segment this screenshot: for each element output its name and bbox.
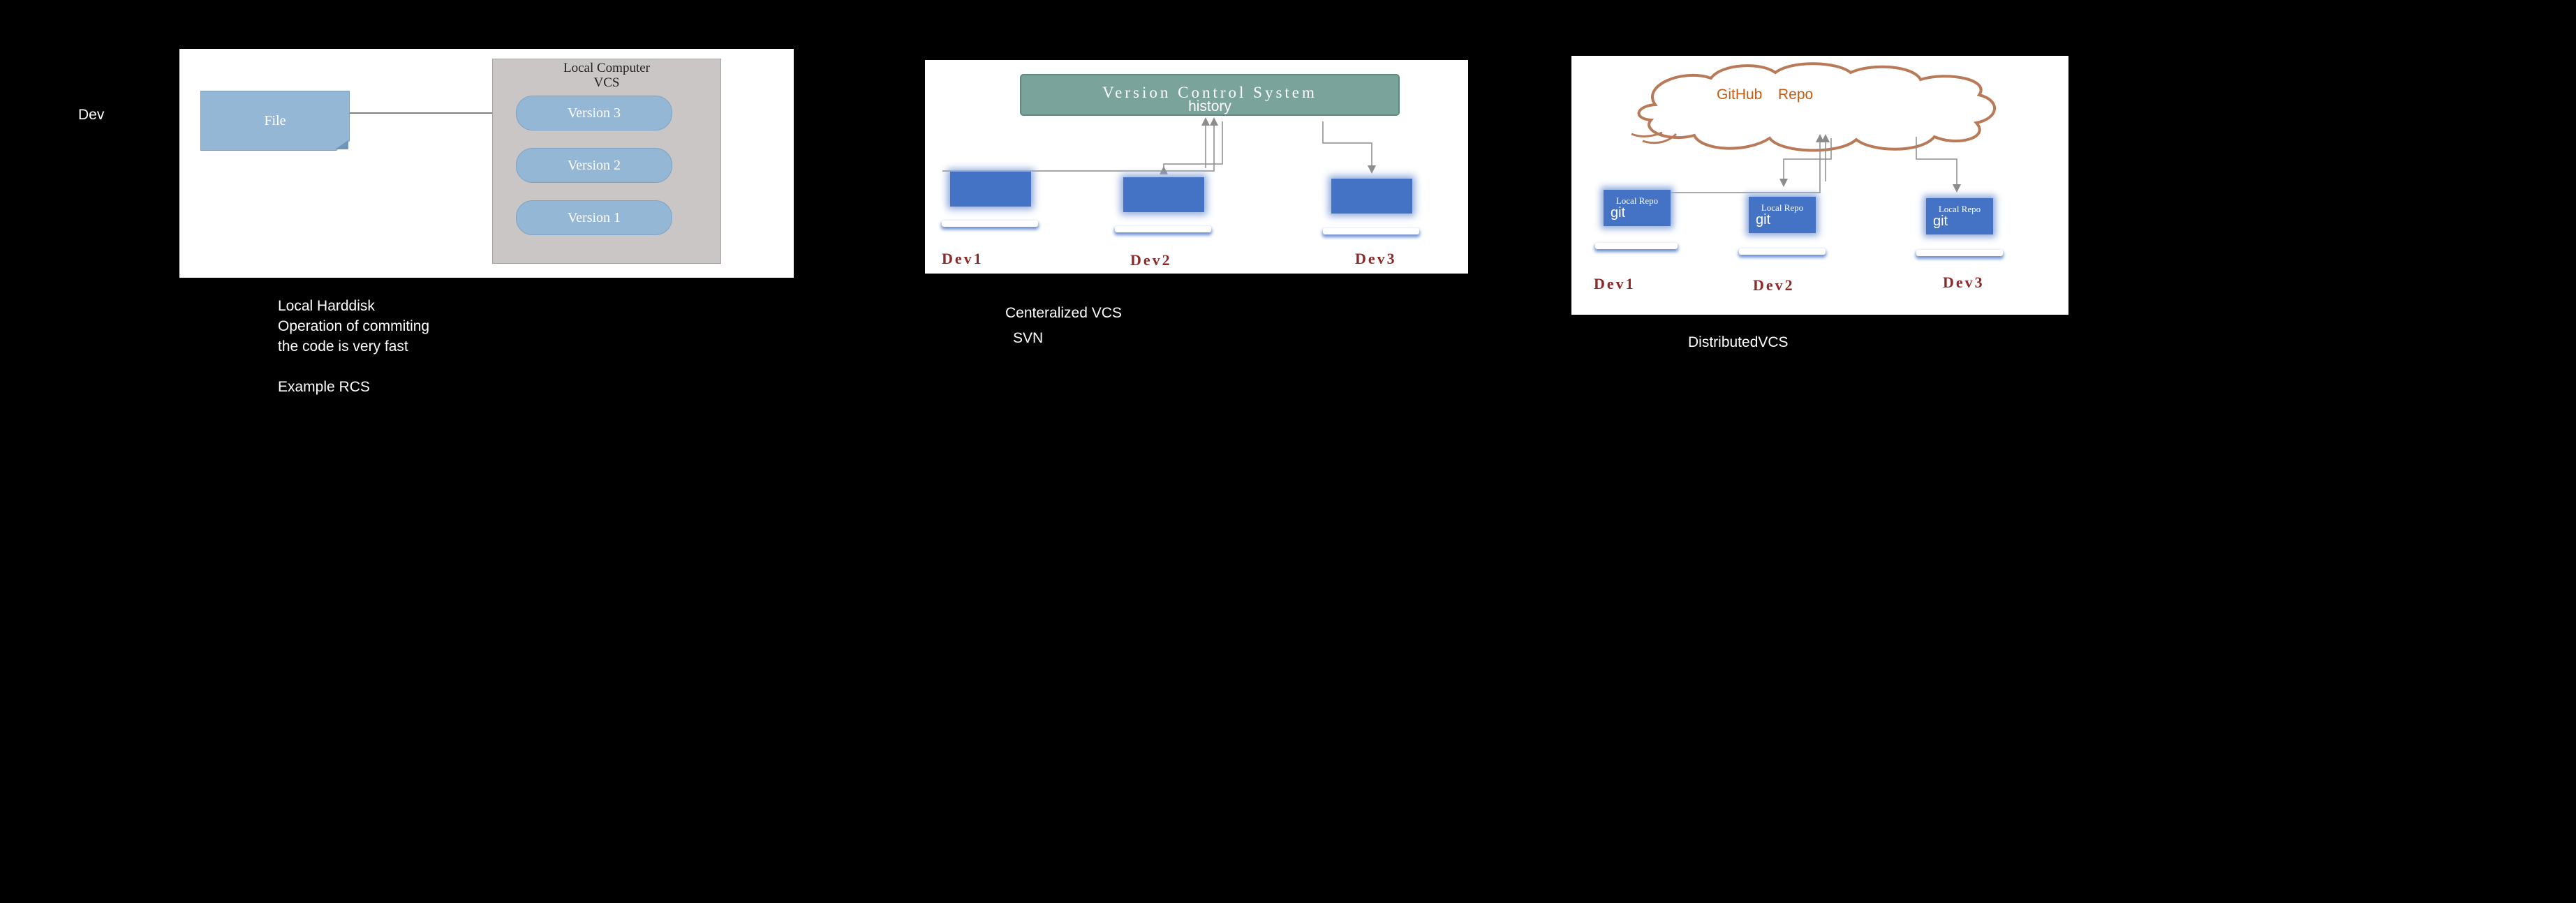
- dev3-laptop-base: [1323, 228, 1419, 234]
- dev3-dist-laptop-base: [1916, 250, 2003, 256]
- dist-dev3-label: Dev3: [1943, 274, 1985, 291]
- version-2-pill: Version 2: [516, 148, 672, 183]
- local-computer-vcs-title: Local Computer VCS: [493, 61, 720, 90]
- central-dev3-label: Dev3: [1355, 250, 1397, 267]
- dev1-repo-git: git: [1611, 205, 1626, 221]
- cloud-outline: [1637, 62, 1996, 152]
- dev1-local-repo: Local Repo git: [1604, 190, 1671, 226]
- dev3-repo-title: Local Repo: [1938, 204, 1981, 214]
- dev1-to-vcs-arrow: [942, 117, 1218, 172]
- dev2-dist-laptop-base: [1739, 248, 1826, 255]
- file-shape: File: [200, 91, 350, 151]
- dist-dev2-label: Dev2: [1753, 276, 1795, 294]
- cloud-label-github: GitHub: [1717, 87, 1763, 103]
- file-label: File: [264, 112, 286, 128]
- version-control-system-bar: Version Control System history: [1020, 74, 1400, 116]
- version-3-label: Version 3: [567, 105, 621, 121]
- dev1-laptop-base: [942, 221, 1038, 227]
- central-vcs-connectors: [942, 117, 1376, 174]
- dev2-repo-title: Local Repo: [1761, 202, 1804, 213]
- dev1-repo-title: Local Repo: [1615, 195, 1659, 206]
- dev3-repo-git: git: [1933, 214, 1948, 229]
- vcs-bar-subtitle: history: [1188, 98, 1231, 114]
- version-1-label: Version 1: [567, 209, 621, 225]
- vcs-title-line-2: VCS: [593, 75, 620, 90]
- local-vcs-caption: Local Harddisk Operation of commiting th…: [278, 296, 429, 397]
- vcs-bar-title: Version Control System: [1102, 84, 1317, 101]
- caption-spacer: [278, 357, 429, 377]
- distributed-vcs-diagram: GitHub Repo Local Repo git Local Repo gi…: [1571, 56, 2068, 315]
- dev3-local-repo: Local Repo git: [1926, 198, 1993, 234]
- dev2-local-repo: Local Repo git: [1749, 197, 1816, 233]
- central-vcs-caption-2: SVN: [1013, 330, 1044, 346]
- version-2-label: Version 2: [567, 157, 621, 173]
- caption-line-3: the code is very fast: [278, 338, 408, 355]
- version-1-pill: Version 1: [516, 200, 672, 235]
- version-3-pill: Version 3: [516, 96, 672, 130]
- central-dev1-label: Dev1: [942, 250, 984, 267]
- cloud-to-dev3-arrow: [1916, 137, 1961, 193]
- cloud-tail-1: [1631, 131, 1663, 137]
- dev2-laptop-screen: [1123, 177, 1204, 212]
- caption-line-5: Example RCS: [278, 379, 370, 395]
- vcs-title-line-1: Local Computer: [563, 61, 650, 75]
- distributed-vcs-caption: DistributedVCS: [1688, 334, 1789, 350]
- dev1-laptop-screen: [950, 172, 1031, 207]
- central-dev2-label: Dev2: [1130, 251, 1172, 269]
- centralized-vcs-diagram: Version Control System history Dev1 Dev2…: [925, 60, 1468, 274]
- vcs-to-dev3-arrow: [1322, 121, 1376, 174]
- dev3-laptop-screen: [1331, 179, 1412, 214]
- dev1-to-cloud-arrow: [1637, 134, 1824, 193]
- dev2-laptop-base: [1115, 226, 1211, 232]
- dev2-repo-git: git: [1756, 212, 1771, 227]
- github-cloud: [1631, 62, 1996, 193]
- caption-line-2: Operation of commiting: [278, 318, 430, 334]
- central-vcs-caption-1: Centeralized VCS: [1005, 305, 1122, 321]
- cloud-tail-2: [1642, 133, 1678, 144]
- dev1-dist-laptop-base: [1595, 243, 1678, 249]
- dist-dev1-label: Dev1: [1594, 275, 1636, 292]
- cloud-to-dev2-arrow: [1779, 138, 1832, 187]
- caption-line-1: Local Harddisk: [278, 298, 375, 314]
- cloud-label-repo: Repo: [1778, 87, 1814, 103]
- dev-label: Dev: [78, 107, 105, 123]
- local-vcs-diagram: File Local Computer VCS Version 3 Versio…: [179, 49, 794, 278]
